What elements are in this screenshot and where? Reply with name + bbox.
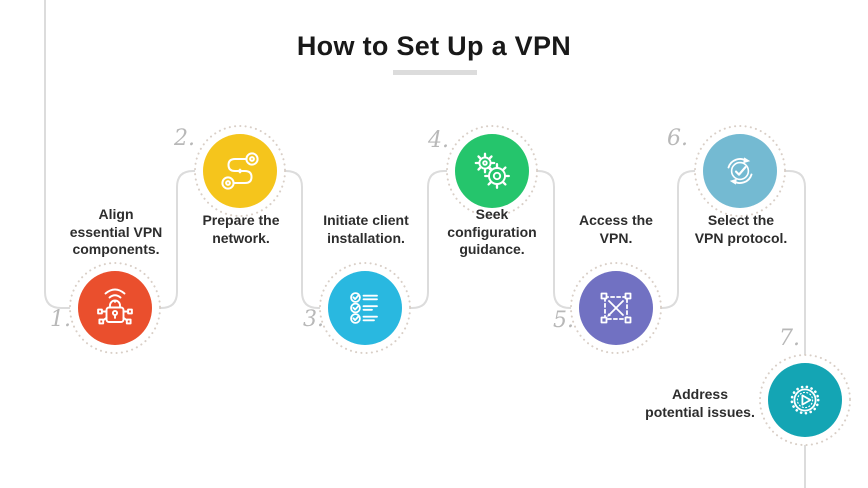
step-3-circle (328, 271, 402, 345)
step-3-label: Initiate client installation. (291, 212, 441, 247)
secure-network-icon (97, 288, 133, 325)
step-7-medallion (759, 354, 851, 446)
label-line: Align (98, 206, 134, 222)
label-line: Seek (475, 206, 509, 222)
label-line: VPN protocol. (694, 229, 788, 246)
step-7-circle (768, 363, 842, 437)
label-line: Address (671, 386, 729, 402)
step-4-label: Seek configuration guidance. (417, 206, 567, 259)
step-3-medallion (319, 262, 411, 354)
step-5-medallion (570, 262, 662, 354)
step-7-label: Address potential issues. (634, 386, 766, 421)
step-5-number: 5. (553, 308, 574, 333)
step-2-number: 2. (174, 126, 195, 151)
label-line: Prepare the (202, 212, 280, 228)
step-6-circle (703, 134, 777, 208)
label-line: essential VPN (69, 223, 163, 240)
step-6-label: Select the VPN protocol. (666, 212, 816, 247)
label-line: installation. (327, 229, 405, 246)
sync-check-icon (727, 157, 753, 185)
design-select-icon (600, 292, 632, 324)
step-7-number: 7. (779, 326, 800, 351)
step-1-number: 1. (50, 307, 71, 332)
gears-icon (474, 152, 510, 189)
label-line: Select the (707, 212, 775, 228)
page-title: How to Set Up a VPN (296, 31, 572, 61)
network-route-icon (221, 152, 259, 190)
label-line: potential issues. (645, 403, 755, 420)
label-line: configuration (447, 223, 537, 240)
badge-play-icon (790, 385, 820, 415)
label-line: network. (212, 229, 270, 246)
title-underline (393, 70, 477, 75)
step-4-medallion (446, 125, 538, 217)
step-2-label: Prepare the network. (166, 212, 316, 247)
step-1-label: Align essential VPN components. (41, 206, 191, 259)
step-3-number: 3. (303, 307, 324, 332)
step-5-label: Access the VPN. (541, 212, 691, 247)
label-line: Access the (579, 212, 653, 228)
label-line: Initiate client (323, 212, 409, 228)
connector-path (44, 0, 806, 488)
label-line: VPN. (599, 229, 633, 246)
label-line: components. (72, 241, 160, 257)
label-line: guidance. (459, 241, 525, 257)
step-2-medallion (194, 125, 286, 217)
step-6-medallion (694, 125, 786, 217)
checklist-icon (350, 292, 378, 324)
step-4-number: 4. (428, 128, 449, 153)
step-1-medallion (69, 262, 161, 354)
step-6-number: 6. (667, 126, 688, 151)
